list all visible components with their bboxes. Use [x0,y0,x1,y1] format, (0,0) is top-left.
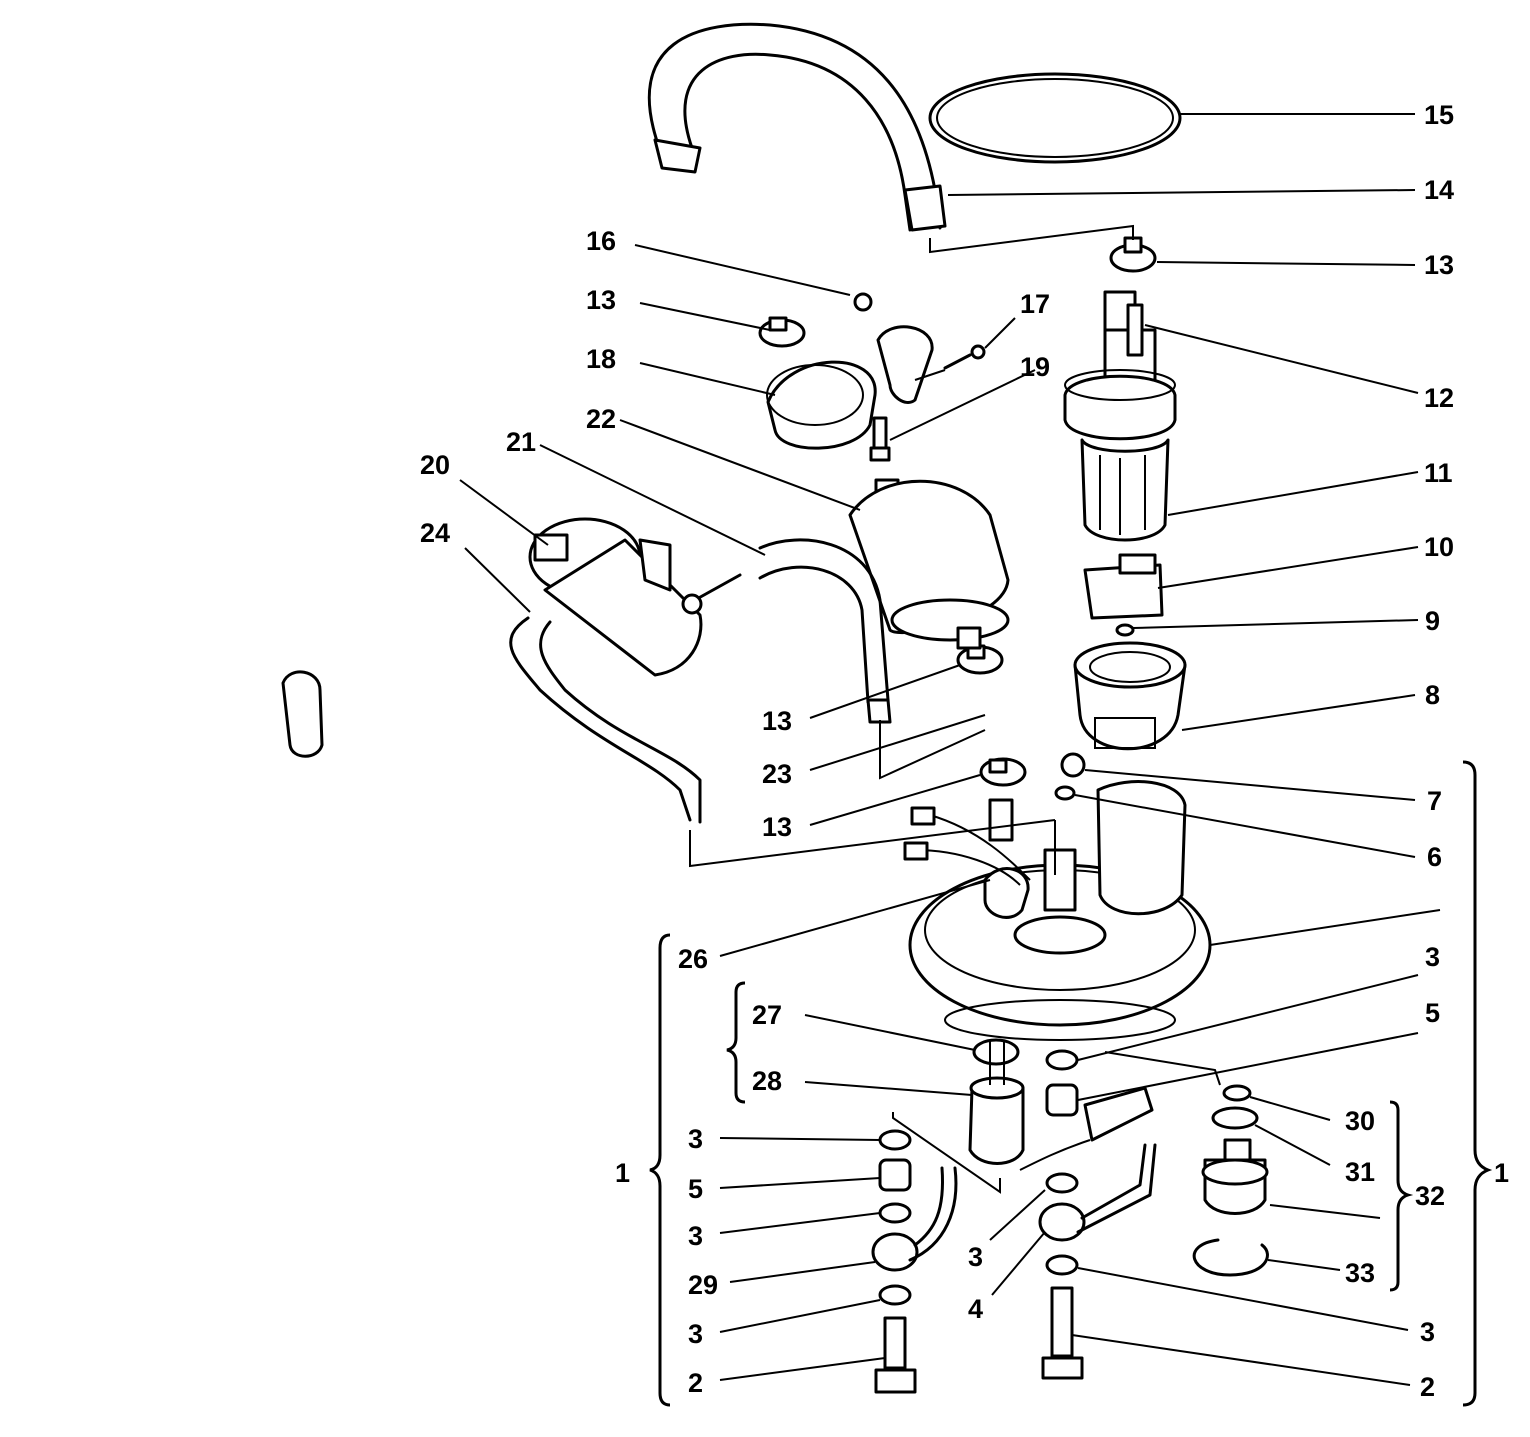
leader-lines [459,113,1441,1386]
part-13-clamp-upper-left [758,316,806,348]
callout-3: 3 [688,1221,703,1251]
callout-22: 22 [586,404,616,434]
callout-33: 33 [1345,1258,1375,1288]
callout-14: 14 [1424,175,1454,205]
callout-31: 31 [1345,1157,1375,1187]
callout-2: 2 [688,1368,703,1398]
callout-8: 8 [1425,680,1440,710]
part-7-plug [1060,752,1086,778]
callout-3: 3 [1425,942,1440,972]
callout-18: 18 [586,344,616,374]
part-13-clamp-top [1109,236,1157,273]
part-3-washer-r3 [1045,1254,1079,1276]
part-28-connector-housing [968,1040,1025,1165]
part-16-nut [853,292,873,312]
callout-27: 27 [752,1000,782,1030]
callout-13: 13 [762,812,792,842]
callout-3: 3 [688,1319,703,1349]
callout-32: 32 [1415,1181,1445,1211]
callout-1: 1 [615,1158,630,1188]
part-3-washer-l1 [878,1129,912,1151]
part-5-spacer-r [1045,1083,1079,1117]
part-13-clamp-mid [956,644,1004,675]
part-22-fuel-filter [848,478,1010,650]
part-32-pressure-regulator [1201,1138,1269,1215]
callout-4: 4 [968,1294,983,1324]
part-27-grommet [972,1038,1020,1066]
part-3-washer-r2 [1045,1172,1079,1194]
part-2-bolt-r [1041,1286,1084,1380]
callout-5: 5 [688,1174,703,1204]
callout-19: 19 [1020,352,1050,382]
callout-numbers: 15 14 13 12 11 10 9 8 7 6 3 5 30 31 32 3… [420,100,1509,1402]
callout-1: 1 [1494,1158,1509,1188]
callout-13: 13 [1424,250,1454,280]
part-11-pump-body [1080,438,1170,542]
part-17-screw [943,344,986,370]
callout-5: 5 [1425,998,1440,1028]
callout-6: 6 [1427,842,1442,872]
callout-17: 17 [1020,289,1050,319]
part-24-bent-hose [509,616,702,824]
part-13-clamp-lower [979,757,1027,787]
callout-13: 13 [586,285,616,315]
part-23-short-hose [281,670,324,758]
part-20-canister [528,517,742,677]
callout-11: 11 [1424,458,1453,488]
part-5-spacer-l [878,1158,912,1192]
part-29-banjo [871,1166,958,1272]
bracket-braces [649,760,1493,1407]
callout-15: 15 [1424,100,1454,130]
part-15-o-ring [928,72,1182,164]
callout-20: 20 [420,450,450,480]
part-14-hose [647,22,947,232]
part-2-bolt-l [874,1316,917,1394]
callout-26: 26 [678,944,708,974]
part-33-snap-ring [1192,1238,1269,1277]
callout-30: 30 [1345,1106,1375,1136]
part-18-bracket-clamp [766,325,934,450]
callout-3: 3 [688,1124,703,1154]
part-9-washer [1115,623,1135,637]
part-12-pump-head [1063,290,1177,441]
callout-7: 7 [1427,786,1442,816]
part-4-banjo [1038,1143,1157,1242]
part-sensor-connector [1019,1086,1154,1171]
callout-10: 10 [1424,532,1454,562]
callout-29: 29 [688,1270,718,1300]
part-30-o-ring [1222,1084,1252,1102]
callout-12: 12 [1424,383,1454,413]
part-8-strainer [1073,641,1187,751]
callout-24: 24 [420,518,450,548]
part-mount-flange [908,780,1212,1041]
callout-3: 3 [1420,1317,1435,1347]
callout-28: 28 [752,1066,782,1096]
callout-9: 9 [1425,606,1440,636]
callout-21: 21 [506,427,536,457]
callout-3: 3 [968,1242,983,1272]
callout-16: 16 [586,226,616,256]
part-3-washer-l2 [878,1202,912,1224]
part-21-hose [758,538,892,724]
part-19-bolt [869,416,891,462]
part-3-washer-l3 [878,1284,912,1306]
part-10-connector [1083,553,1164,620]
part-wiring-harness [903,806,1031,886]
part-6-washer [1054,785,1076,801]
callout-23: 23 [762,759,792,789]
callout-2: 2 [1420,1372,1435,1402]
callout-13: 13 [762,706,792,736]
part-3-washer-r1 [1045,1049,1079,1071]
part-31-o-ring [1211,1106,1259,1130]
